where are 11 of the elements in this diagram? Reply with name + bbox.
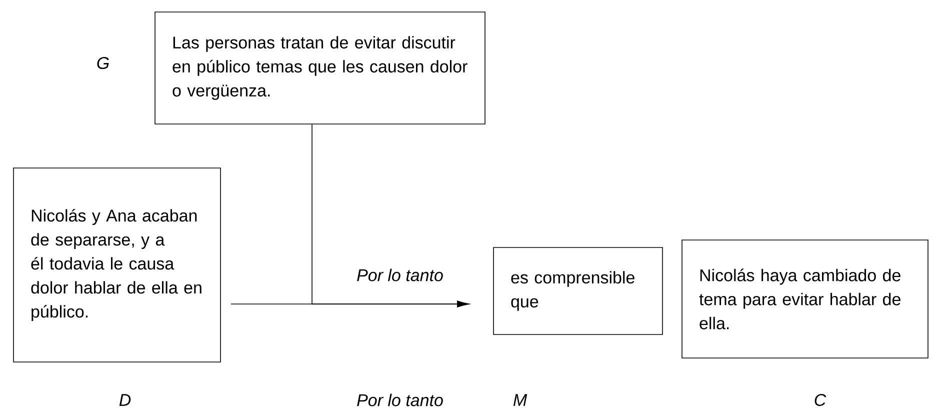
letter-label: C — [814, 394, 826, 406]
letter-label: Por lo tanto — [357, 394, 443, 406]
letter-label: M — [513, 394, 528, 406]
text-box: es comprensible que — [493, 247, 663, 335]
text-box: Nicolás haya cambiado de tema para evitar hablar de ella. — [682, 240, 928, 358]
text-box: Las personas tratan de evitar discutir en público temas que les causen dolor o vergüenza. — [154, 12, 486, 124]
arrow — [230, 300, 470, 308]
letter-label: G — [97, 56, 109, 70]
edge-label: Por lo tanto — [357, 268, 443, 282]
letter-label: D — [119, 394, 131, 406]
text-box: Nicolás y Ana acaban de separarse, y a él todavia le causa dolor hablar de ella en público. — [13, 168, 221, 362]
